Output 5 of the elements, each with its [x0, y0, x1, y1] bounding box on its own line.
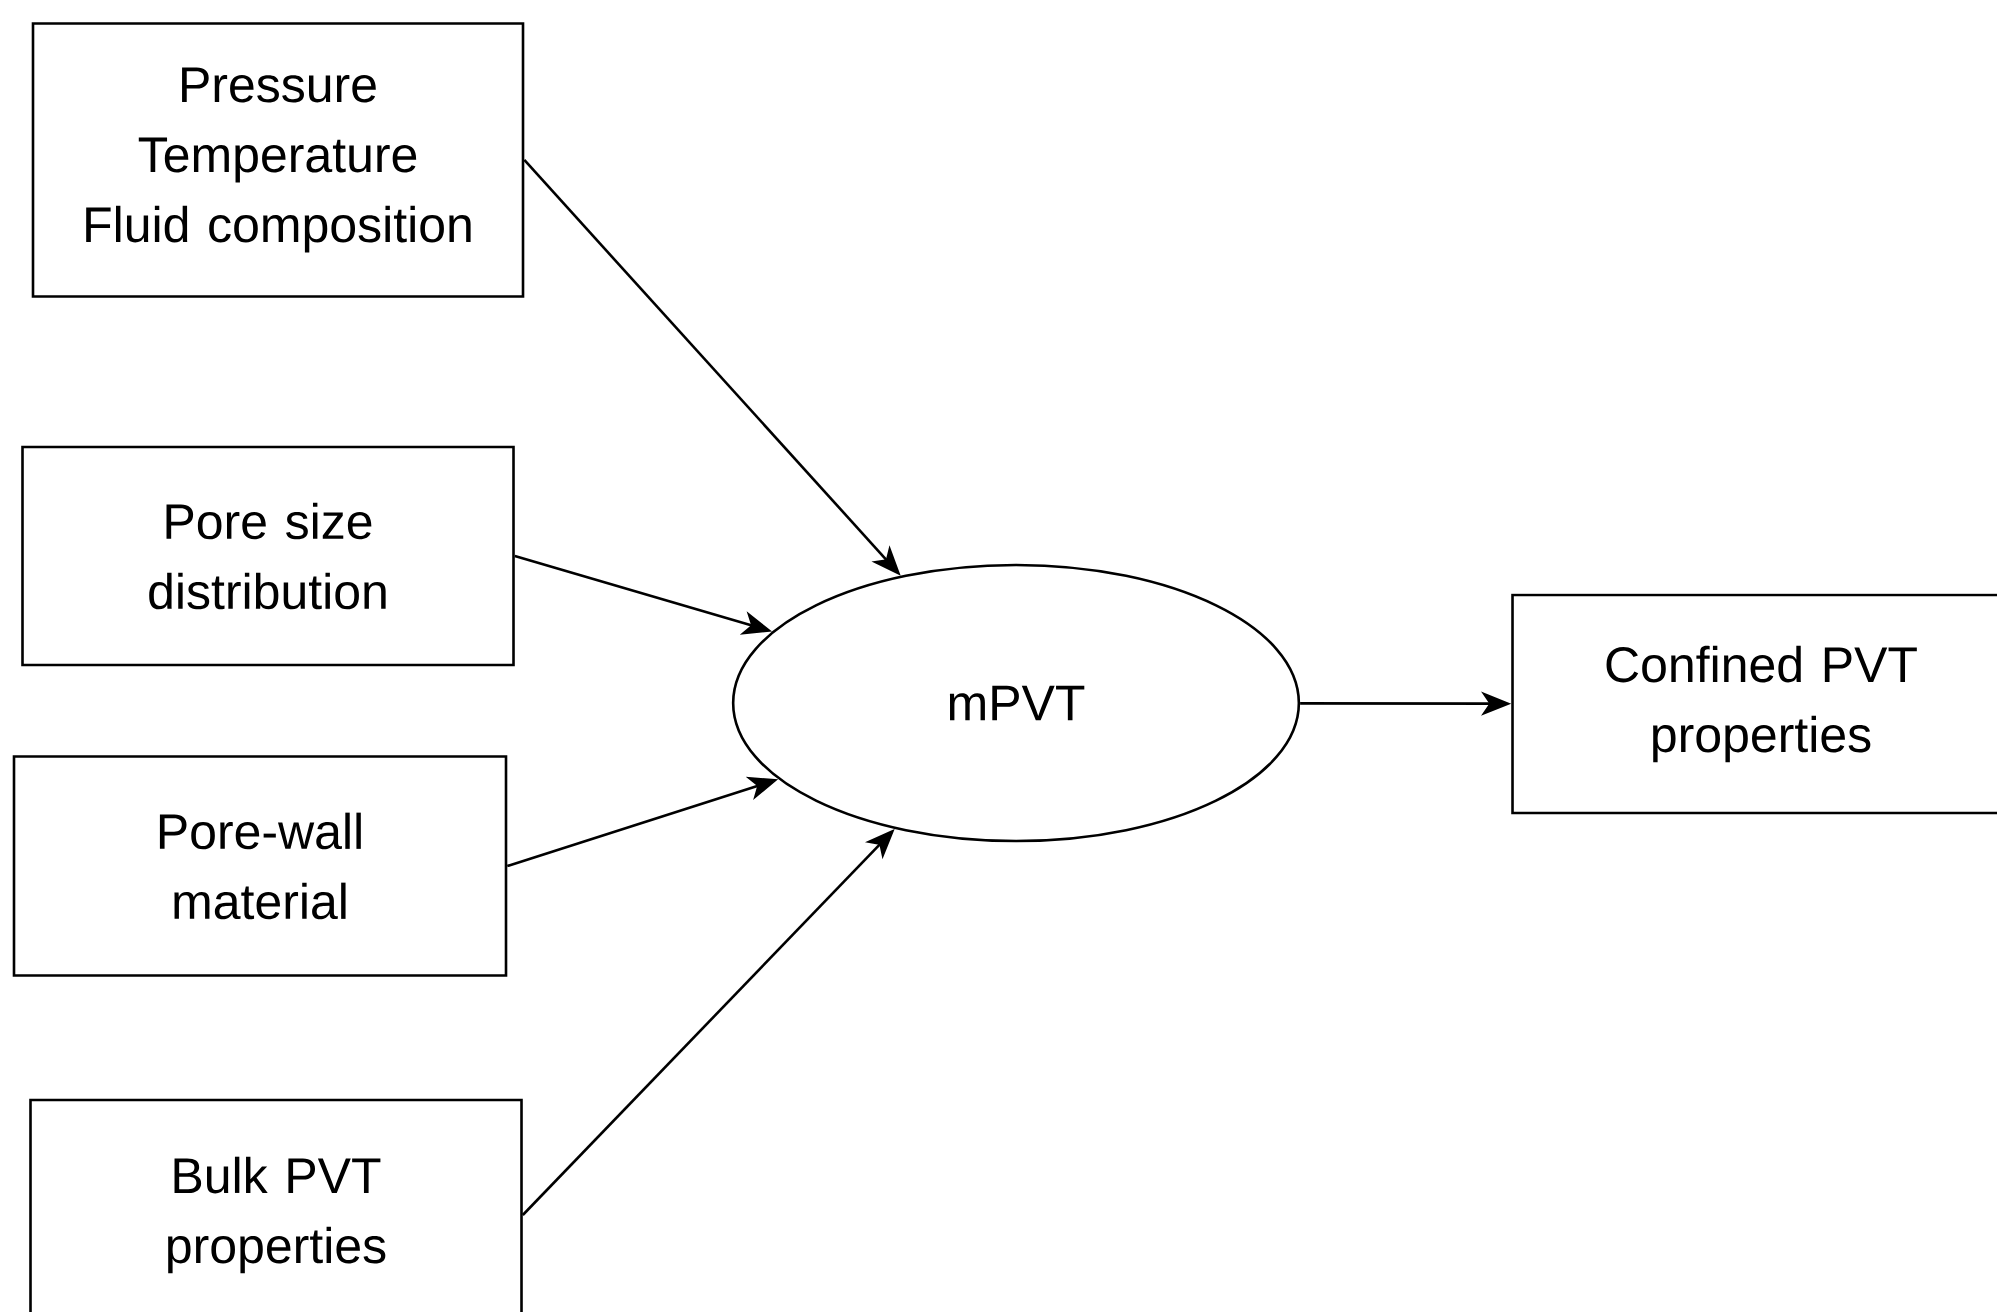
process-box: Confined PVT properties — [1511, 593, 1997, 815]
process-box: Pore-wall material — [12, 755, 508, 977]
process-box: Pressure Temperature Fluid composition — [31, 22, 525, 298]
process-box: Bulk PVT properties — [29, 1098, 523, 1312]
process-box: Pore size distribution — [21, 445, 515, 667]
